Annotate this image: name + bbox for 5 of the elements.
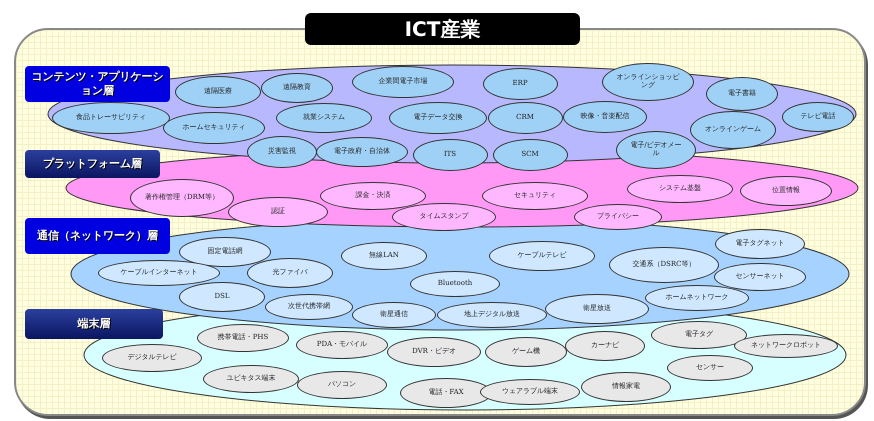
layer-label: 通信（ネットワーク）層: [25, 218, 170, 254]
layer-label: コンテンツ・アプリケーション層: [25, 66, 170, 102]
layer-label: プラットフォーム層: [25, 150, 160, 178]
layer-label: 端末層: [25, 309, 163, 339]
title-tab: ICT産業: [305, 13, 580, 45]
